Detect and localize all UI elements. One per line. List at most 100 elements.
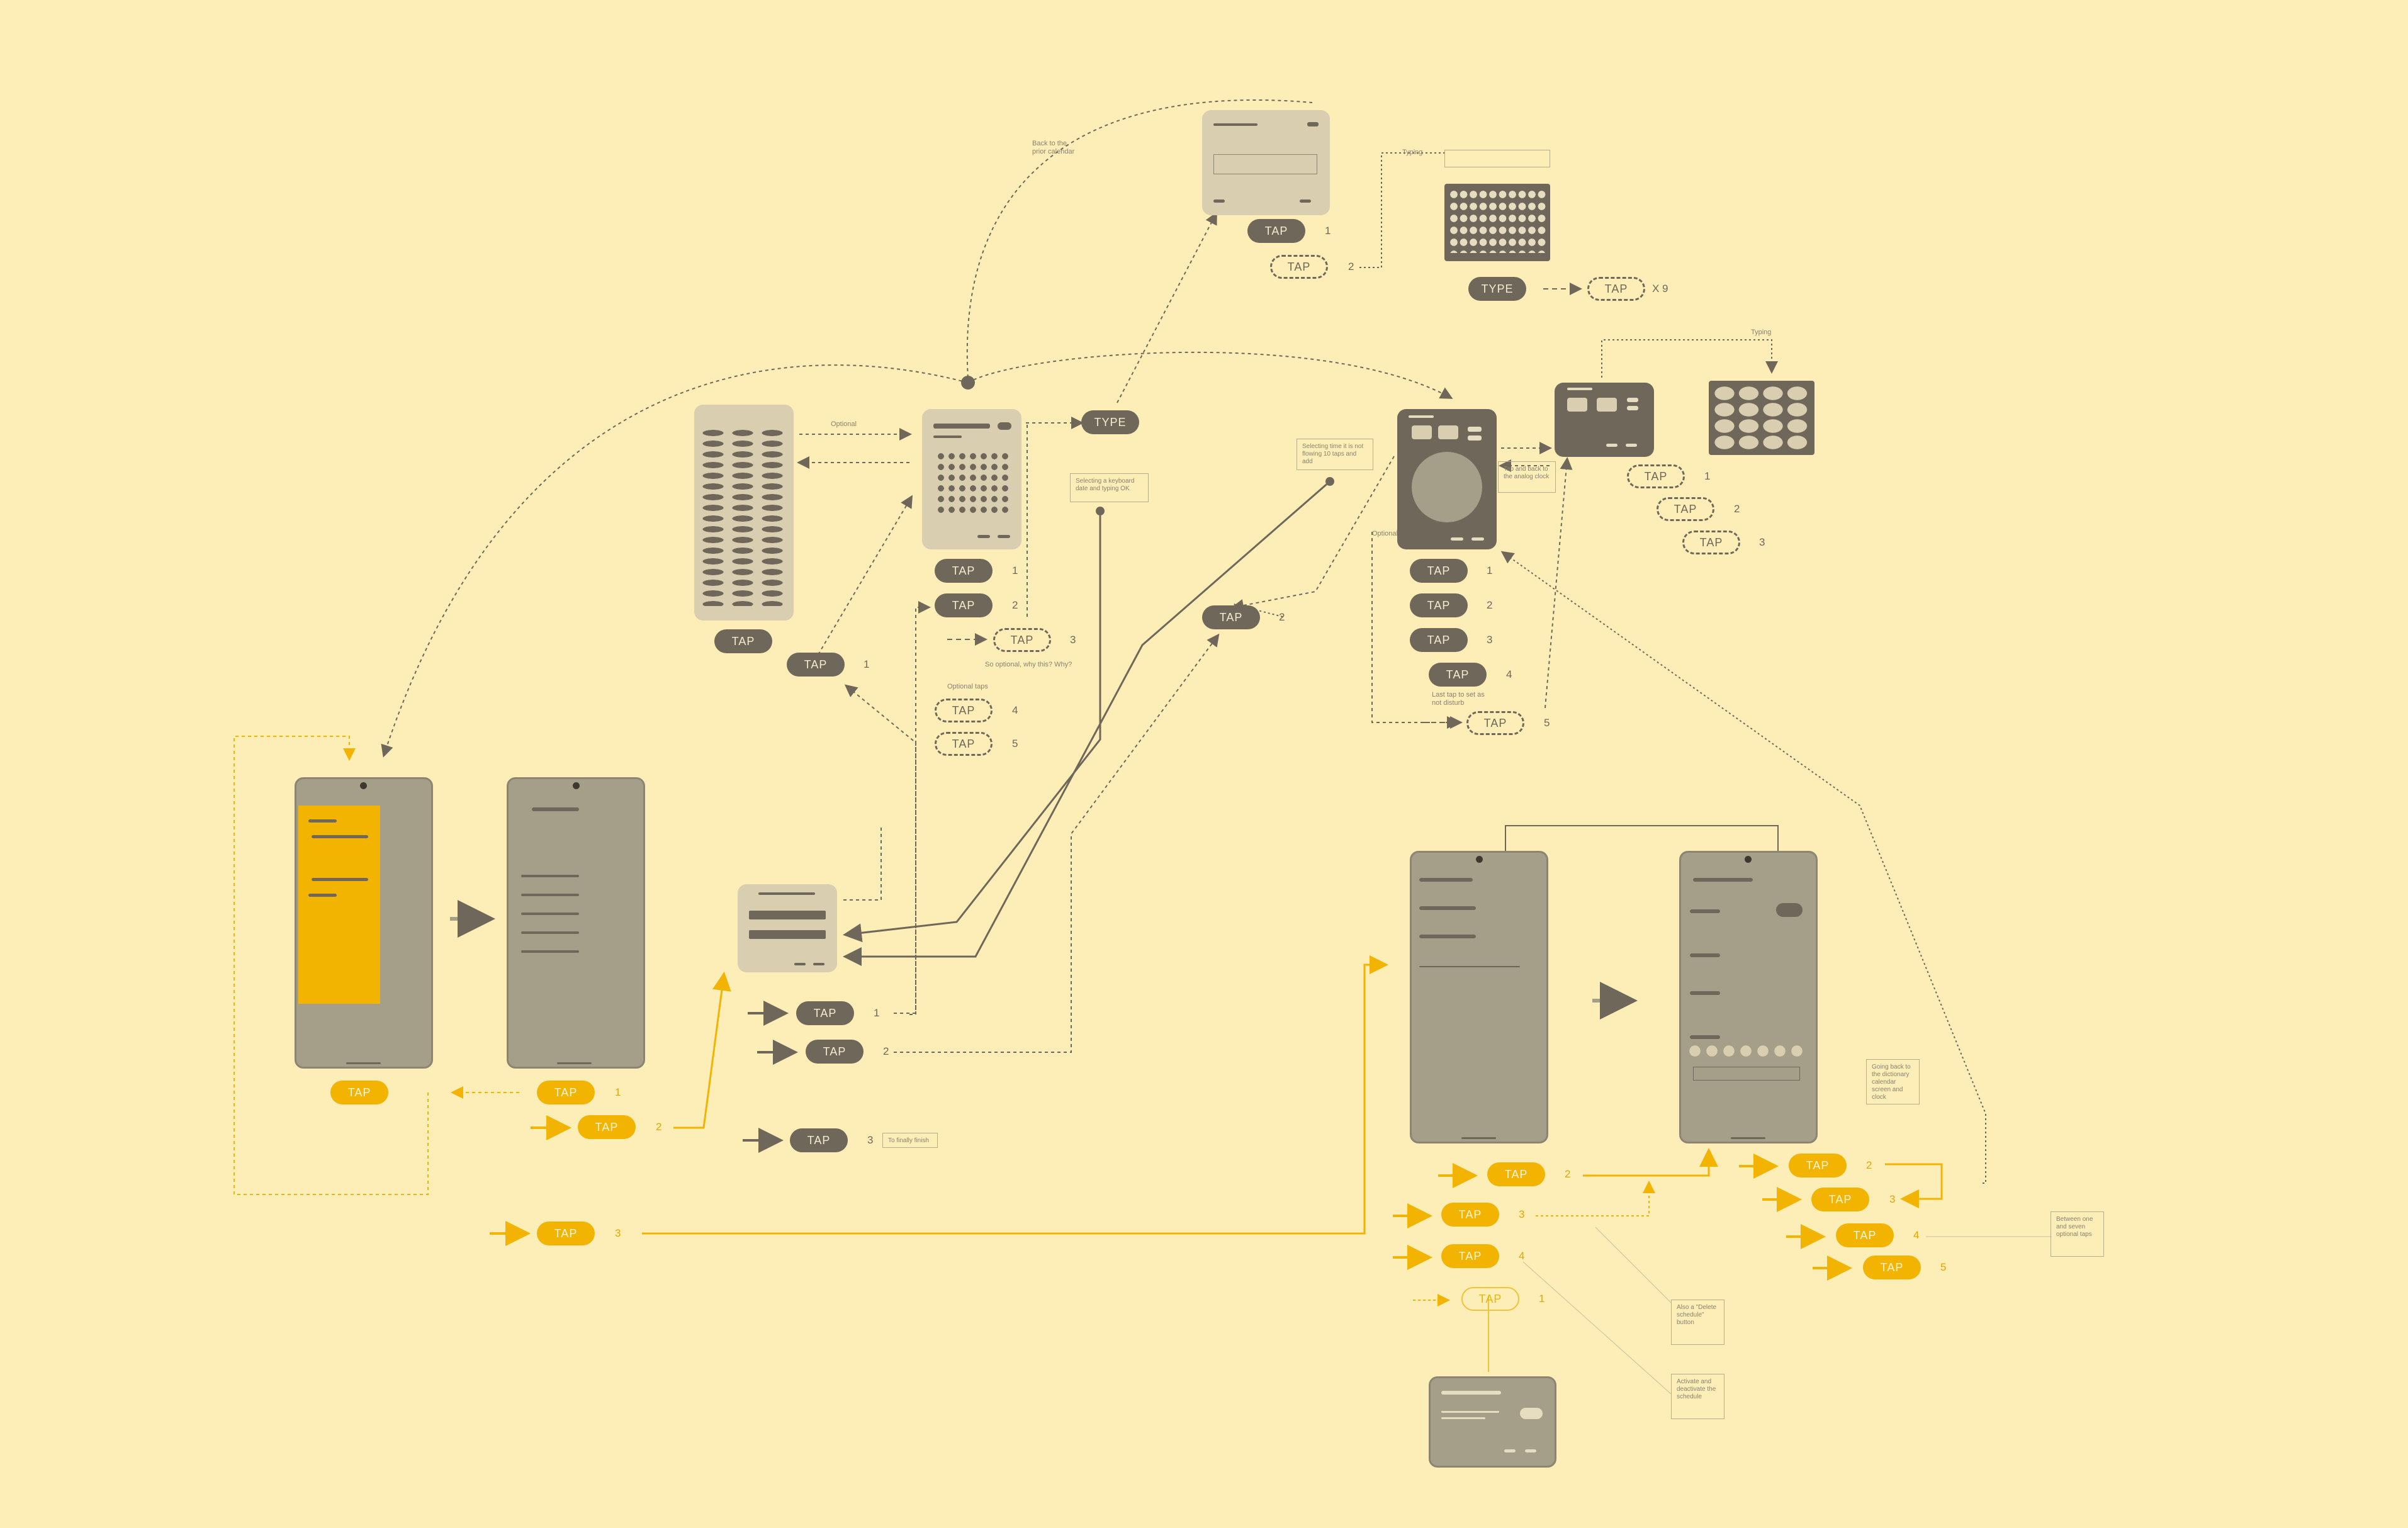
camera-dot-3: [1476, 856, 1483, 863]
schedule-phone-2-days: [1689, 1045, 1808, 1057]
note-finally-finish: To finally finish: [882, 1133, 938, 1148]
tap-repeat-pill[interactable]: TAP: [1587, 277, 1645, 301]
toggle-dialog-line-1: [1441, 1411, 1499, 1413]
date-input-title: [1213, 123, 1257, 126]
note-last-tap: Last tap to set as not disturb: [1432, 691, 1485, 707]
clock-tap-1-num: 1: [1487, 565, 1493, 576]
dialog-tap-3[interactable]: TAP: [790, 1128, 848, 1152]
clock-tap-2-num: 2: [1487, 599, 1493, 611]
toggle-dialog-switch: [1520, 1408, 1543, 1419]
numeric-keypad-keys: [1713, 385, 1811, 451]
toggle-dialog-line-2: [1441, 1417, 1485, 1419]
panel-line-1: [308, 819, 337, 823]
settings-phone-2: [507, 777, 645, 1069]
note-so-optional: So optional, why this? Why?: [985, 661, 1072, 668]
schedule-left-tap-3[interactable]: TAP: [1441, 1203, 1499, 1227]
date-input-dialog: [1202, 110, 1330, 215]
note-optional: Optional: [831, 420, 857, 428]
note-tap-back: Tap and back to the analog clock: [1498, 461, 1556, 493]
clock-side-tap[interactable]: TAP: [1202, 605, 1260, 629]
clock-tap-5-num: 5: [1544, 717, 1550, 729]
panel-line-4: [308, 894, 337, 897]
dialog-tap-3-num: 3: [867, 1134, 874, 1146]
schedule-right-tap-3[interactable]: TAP: [1811, 1188, 1869, 1211]
date-input-ok: [1300, 199, 1311, 203]
schedule-phone-1-row-2: [1419, 935, 1476, 938]
schedule-right-tap-3-num: 3: [1889, 1193, 1896, 1205]
keypad-tap-2-num: 2: [1734, 503, 1740, 515]
keypad-tap-1-num: 1: [1704, 470, 1711, 482]
calendar-tap-3-num: 3: [1070, 634, 1076, 646]
date-input-tap-2-num: 2: [1348, 261, 1354, 272]
dialog-tap-1[interactable]: TAP: [796, 1001, 854, 1025]
calendar-tap-2[interactable]: TAP: [935, 593, 993, 617]
note-select-time: Selecting time it is not flowing 10 taps…: [1297, 439, 1373, 470]
year-list-tap[interactable]: TAP: [714, 629, 772, 653]
keypad-tap-3[interactable]: TAP: [1682, 531, 1740, 554]
settings-phone-1-tap[interactable]: TAP: [330, 1081, 388, 1104]
date-input-tap-1-num: 1: [1325, 225, 1331, 237]
dialog-tap-2[interactable]: TAP: [806, 1040, 864, 1064]
time-input-ok: [1626, 444, 1637, 447]
dialog-tap-1-num: 1: [874, 1007, 880, 1019]
calendar-tap-3[interactable]: TAP: [993, 628, 1051, 652]
schedule-right-tap-2[interactable]: TAP: [1789, 1154, 1847, 1177]
date-input-tap-1[interactable]: TAP: [1247, 219, 1305, 243]
schedule-phone-2-title: [1693, 878, 1753, 882]
phone2-row-5: [521, 950, 579, 953]
calendar-tap-4[interactable]: TAP: [935, 699, 993, 722]
settings-phone-2-tap-2[interactable]: TAP: [578, 1115, 636, 1139]
schedule-phone-2-row-4: [1690, 1035, 1720, 1039]
schedule-left-tap-2-num: 2: [1565, 1168, 1571, 1180]
clock-tap-2[interactable]: TAP: [1410, 593, 1468, 617]
time-am: [1468, 427, 1482, 432]
schedule-phone-2-row-1: [1690, 909, 1720, 913]
schedule-right-tap-5[interactable]: TAP: [1863, 1256, 1921, 1279]
keyboard-keys: [1449, 190, 1546, 253]
schedule-right-tap-4[interactable]: TAP: [1836, 1223, 1894, 1247]
year-list-grid: [702, 430, 787, 606]
schedule-left-tap-4[interactable]: TAP: [1441, 1244, 1499, 1268]
panel-line-3: [312, 878, 368, 881]
calendar-tap-1[interactable]: TAP: [935, 559, 993, 583]
schedule-phone-1-title: [1419, 878, 1473, 882]
settings-phone-2-tap-1[interactable]: TAP: [537, 1081, 595, 1104]
schedule-dialog: [738, 884, 837, 972]
camera-dot-4: [1745, 856, 1752, 863]
time-input-cancel: [1606, 444, 1618, 447]
year-list-tap-1-num: 1: [864, 658, 870, 670]
tap-repeat-count: X 9: [1652, 283, 1668, 295]
type-pill[interactable]: TYPE: [1081, 410, 1139, 434]
settings-phone-2-tap-2-num: 2: [656, 1121, 662, 1133]
time-input-hour: [1567, 398, 1587, 412]
calendar-toggle: [998, 422, 1011, 430]
note-going-back: Going back to the dictionary calendar sc…: [1866, 1059, 1920, 1104]
clock-tap-5[interactable]: TAP: [1466, 711, 1524, 735]
type-date-pill[interactable]: TYPE: [1468, 277, 1526, 301]
time-picker-title: [1409, 415, 1434, 418]
calendar-tap-5[interactable]: TAP: [935, 732, 993, 756]
calendar-tap-4-num: 4: [1012, 704, 1018, 716]
phone2-row-4: [521, 931, 579, 934]
year-list-tap-1[interactable]: TAP: [787, 653, 845, 677]
clock-tap-3[interactable]: TAP: [1410, 628, 1468, 652]
calendar-title: [933, 424, 990, 429]
calendar-tap-5-num: 5: [1012, 738, 1018, 750]
clock-tap-4[interactable]: TAP: [1429, 663, 1487, 687]
schedule-phone-2-row-3: [1690, 991, 1720, 995]
schedule-left-tap-4-num: 4: [1519, 1250, 1525, 1262]
home-bar-3: [1461, 1137, 1496, 1139]
schedule-toggle-dialog: [1429, 1376, 1556, 1468]
settings-phone-2-tap-3[interactable]: TAP: [537, 1222, 595, 1245]
date-input-tap-2[interactable]: TAP: [1270, 255, 1328, 279]
schedule-left-tap-1[interactable]: TAP: [1461, 1287, 1519, 1311]
schedule-left-tap-2[interactable]: TAP: [1487, 1162, 1545, 1186]
clock-tap-1[interactable]: TAP: [1410, 559, 1468, 583]
keypad-tap-2[interactable]: TAP: [1657, 497, 1714, 521]
keypad-tap-1[interactable]: TAP: [1627, 464, 1685, 488]
home-bar-1: [346, 1062, 381, 1064]
schedule-phone-2-box: [1693, 1067, 1800, 1081]
clock-tap-4-num: 4: [1506, 668, 1512, 680]
settings-panel-highlight: [298, 806, 380, 1004]
